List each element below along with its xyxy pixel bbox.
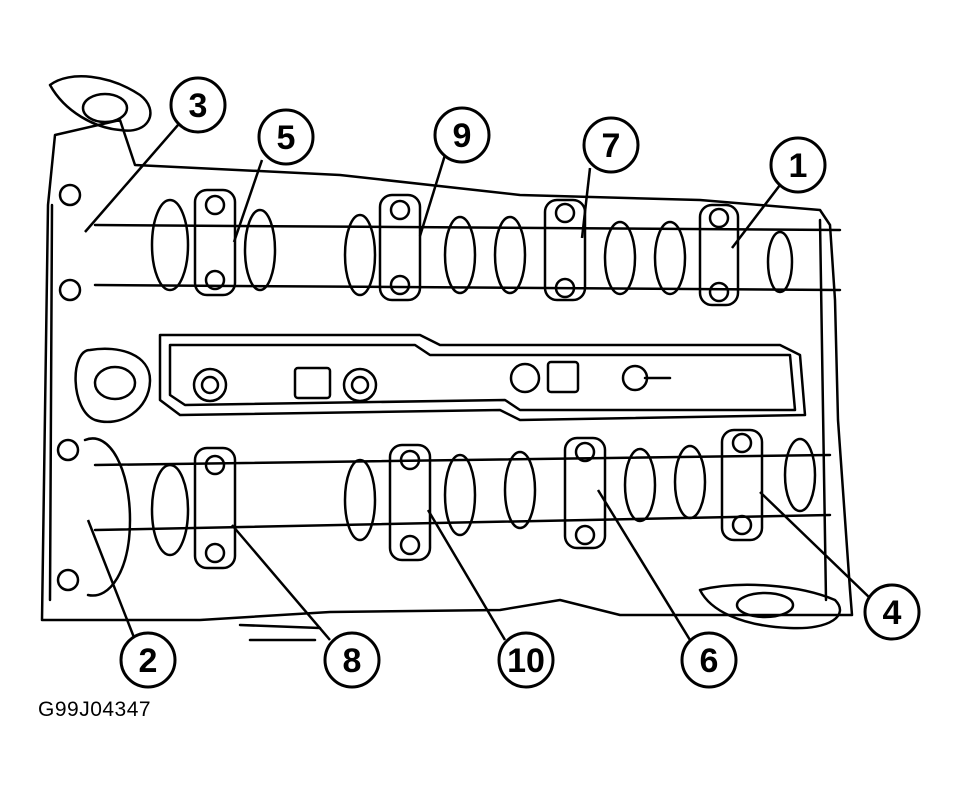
callout-3-label: 3: [189, 87, 208, 125]
callout-6: 6: [680, 631, 738, 689]
callout-6-label: 6: [700, 642, 719, 680]
callout-1: 1: [769, 136, 827, 194]
callout-3: 3: [169, 76, 227, 134]
callout-8: 8: [323, 631, 381, 689]
callout-4: 4: [863, 583, 921, 641]
callout-5-label: 5: [277, 119, 296, 157]
leader-line-9: [418, 154, 447, 237]
callout-5: 5: [257, 108, 315, 166]
leader-line-3: [84, 124, 179, 233]
callout-2: 2: [119, 631, 177, 689]
callout-1-label: 1: [789, 147, 808, 185]
callout-4-label: 4: [883, 594, 902, 632]
leader-line-5: [232, 159, 264, 243]
leader-line-1: [731, 184, 781, 249]
callout-7-label: 7: [602, 127, 621, 165]
callout-2-label: 2: [139, 642, 158, 680]
callout-10-label: 10: [507, 642, 545, 680]
leader-line-7: [580, 167, 592, 239]
leader-line-8: [231, 524, 331, 641]
leader-line-6: [596, 489, 692, 641]
callout-9-label: 9: [453, 117, 472, 155]
leader-line-4: [759, 491, 873, 601]
figure-id-label: G99J04347: [38, 698, 152, 721]
callout-8-label: 8: [343, 642, 362, 680]
callouts: 1 2 3 4 5 6 7 8: [119, 76, 921, 689]
leader-line-10: [426, 509, 507, 641]
leader-lines: [84, 124, 873, 641]
callout-9: 9: [433, 106, 491, 164]
cylinder-head-drawing: [40, 75, 854, 642]
leader-line-2: [86, 519, 137, 641]
callout-10: 10: [497, 631, 555, 689]
callout-7: 7: [582, 116, 640, 174]
